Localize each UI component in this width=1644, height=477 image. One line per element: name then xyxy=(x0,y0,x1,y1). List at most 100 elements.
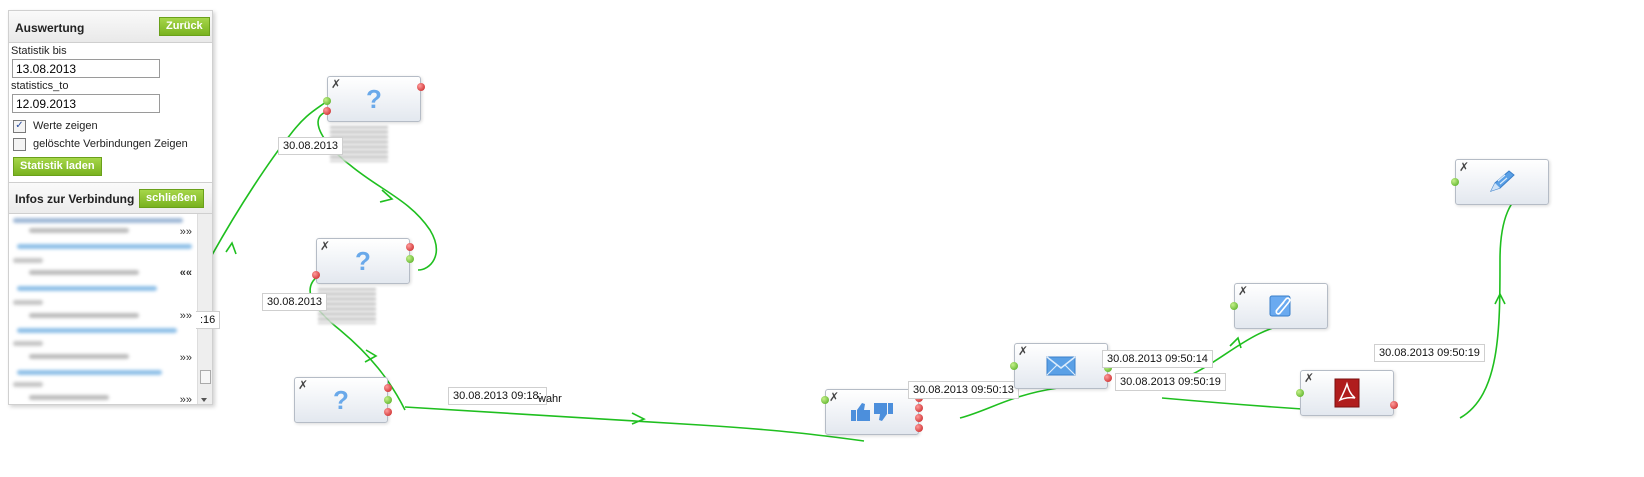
svg-text:?: ? xyxy=(333,387,349,413)
input-port[interactable] xyxy=(312,271,320,279)
connection-arrow xyxy=(379,189,394,203)
expand-marker[interactable]: »» xyxy=(179,352,192,364)
blurred-entry xyxy=(29,270,139,275)
output-port[interactable] xyxy=(1390,401,1398,409)
scroll-down-icon[interactable] xyxy=(201,398,207,402)
question-node-2[interactable]: ✗ ? xyxy=(312,238,414,284)
show-values-checkbox[interactable]: ✓ xyxy=(13,119,26,133)
connection-label-c1: 30.08.2013 xyxy=(278,137,344,155)
connection-c4[interactable] xyxy=(959,387,1059,419)
pdf-node[interactable]: ✗ xyxy=(1296,370,1398,416)
connection-q1-q2[interactable] xyxy=(317,111,437,271)
evaluation-panel-header: Auswertung Zurück xyxy=(9,11,212,43)
output-port[interactable] xyxy=(323,107,331,115)
blurred-entry xyxy=(17,328,177,333)
output-port[interactable] xyxy=(1104,364,1112,372)
back-button[interactable]: Zurück xyxy=(159,17,210,36)
output-port[interactable] xyxy=(384,396,392,404)
connection-label-c4: 30.08.2013 09:50:13 xyxy=(908,381,1019,399)
input-port[interactable] xyxy=(821,396,829,404)
input-port[interactable] xyxy=(323,97,331,105)
connection-label-c7: 30.08.2013 09:50:19 xyxy=(1374,344,1485,362)
show-deleted-checkbox[interactable] xyxy=(13,137,26,151)
wrench-icon[interactable]: ✗ xyxy=(1238,284,1249,298)
edit-node[interactable]: ✗ xyxy=(1451,159,1549,205)
connection-label-c6: 30.08.2013 09:50:19 xyxy=(1115,373,1226,391)
blurred-entry xyxy=(13,218,183,223)
svg-text:?: ? xyxy=(366,86,382,112)
connection-arrow xyxy=(225,241,237,255)
input-port[interactable] xyxy=(1296,389,1304,397)
connection-c3[interactable] xyxy=(404,406,865,442)
panel-title: Auswertung xyxy=(15,21,85,35)
connection-arrow xyxy=(631,412,646,425)
wrench-icon[interactable]: ✗ xyxy=(1459,160,1470,174)
blurred-entry xyxy=(17,370,162,375)
connection-label-c3: 30.08.2013 09:18: xyxy=(448,387,547,405)
collapse-marker[interactable]: «« xyxy=(179,267,192,279)
output-port[interactable] xyxy=(1104,374,1112,382)
pencil-icon xyxy=(1490,170,1515,192)
output-port[interactable] xyxy=(915,404,923,412)
connection-info-title: Infos zur Verbindung xyxy=(15,192,135,206)
output-port[interactable] xyxy=(915,424,923,432)
wrench-icon[interactable]: ✗ xyxy=(320,239,331,253)
blurred-entry xyxy=(13,382,43,387)
info-scrollbar[interactable] xyxy=(197,214,212,404)
output-port[interactable] xyxy=(406,243,414,251)
connection-label-partial: :16 xyxy=(196,311,221,329)
wrench-icon[interactable]: ✗ xyxy=(1304,371,1315,385)
blurred-entry xyxy=(13,258,43,263)
close-button[interactable]: schließen xyxy=(139,189,204,208)
output-port[interactable] xyxy=(406,255,414,263)
wrench-icon[interactable]: ✗ xyxy=(298,378,309,392)
output-port[interactable] xyxy=(384,384,392,392)
blurred-entry xyxy=(13,341,43,346)
wrench-icon[interactable]: ✗ xyxy=(331,77,342,91)
blurred-entry xyxy=(29,395,109,400)
connection-value-true: wahr xyxy=(538,393,562,405)
input-port[interactable] xyxy=(1010,362,1018,370)
pdf-icon xyxy=(1334,378,1360,408)
blurred-entry xyxy=(17,286,157,291)
expand-marker[interactable]: »» xyxy=(179,310,192,322)
blurred-entry xyxy=(17,244,192,249)
wrench-icon[interactable]: ✗ xyxy=(829,390,840,404)
thumbs-up-down-icon xyxy=(851,403,893,421)
output-port[interactable] xyxy=(384,408,392,416)
question-icon: ? xyxy=(333,387,349,413)
connection-c1[interactable] xyxy=(211,101,327,256)
connection-label-c5: 30.08.2013 09:50:14 xyxy=(1102,350,1213,368)
expand-marker[interactable]: »» xyxy=(179,394,192,404)
blurred-entry xyxy=(29,354,129,359)
attachment-node[interactable]: ✗ xyxy=(1230,283,1328,329)
from-date-label: Statistik bis xyxy=(11,45,67,57)
to-date-label: statistics_to xyxy=(11,80,69,92)
vote-node[interactable]: ✗ xyxy=(821,389,923,435)
question-node-3[interactable]: ✗ ? xyxy=(294,377,392,423)
connection-arrow xyxy=(1229,336,1242,349)
connection-info-header: Infos zur Verbindung schließen xyxy=(9,182,212,214)
input-port[interactable] xyxy=(1230,302,1238,310)
show-values-row: ✓ Werte zeigen xyxy=(13,117,212,135)
blurred-entry xyxy=(29,228,129,233)
input-port[interactable] xyxy=(1451,178,1459,186)
scrollbar-thumb[interactable] xyxy=(200,370,211,384)
envelope-icon xyxy=(1046,356,1076,376)
show-values-label: Werte zeigen xyxy=(33,120,98,132)
expand-marker[interactable]: »» xyxy=(179,226,192,238)
question-node-1[interactable]: ✗ ? xyxy=(323,76,425,122)
connection-arrow xyxy=(364,349,378,363)
show-deleted-row: gelöschte Verbindungen Zeigen xyxy=(13,135,212,153)
wrench-icon[interactable]: ✗ xyxy=(1018,344,1029,358)
email-node[interactable]: ✗ xyxy=(1010,343,1112,389)
load-statistics-button[interactable]: Statistik laden xyxy=(13,157,102,176)
connection-label-c2: 30.08.2013 xyxy=(262,293,328,311)
from-date-input[interactable] xyxy=(12,59,160,78)
output-port[interactable] xyxy=(417,83,425,91)
output-port[interactable] xyxy=(915,414,923,422)
connection-arrow xyxy=(1494,292,1506,305)
blurred-text xyxy=(318,288,376,324)
connection-info-list: »» «« »» »» »» xyxy=(9,214,212,404)
to-date-input[interactable] xyxy=(12,94,160,113)
